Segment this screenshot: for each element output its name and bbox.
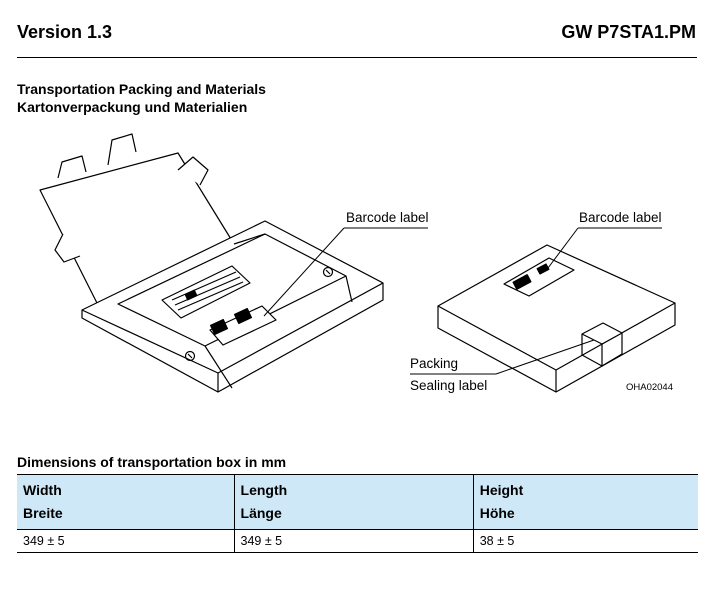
- figure-code: OHA02044: [626, 382, 674, 393]
- packing-label: Packing: [410, 356, 459, 371]
- section-title-en: Transportation Packing and Materials: [17, 81, 266, 97]
- table-header-row: Width Breite Length Länge Height Höhe: [17, 474, 698, 530]
- dimensions-title: Dimensions of transportation box in mm: [17, 454, 287, 470]
- height-value: 38 ± 5: [472, 529, 698, 553]
- packing-illustration: [39, 133, 676, 393]
- header-rule: [17, 57, 697, 58]
- header-de: Breite: [23, 505, 63, 521]
- part-number: GW P7STA1.PM: [561, 22, 696, 42]
- column-header-width: Width Breite: [17, 474, 235, 530]
- column-header-length: Length Länge: [233, 474, 474, 530]
- barcode-label-right: Barcode label: [579, 210, 662, 225]
- closed-box: [437, 244, 676, 393]
- header-en: Height: [479, 482, 524, 498]
- header-de: Höhe: [479, 505, 515, 521]
- barcode-label-left: Barcode label: [346, 210, 429, 225]
- header-de: Länge: [240, 505, 282, 521]
- open-box-labels: [161, 265, 277, 346]
- dimensions-table: Width Breite Length Länge Height Höhe 34…: [17, 474, 698, 553]
- header-en: Length: [240, 482, 288, 498]
- open-box-lid: [39, 133, 235, 306]
- version-label: Version 1.3: [17, 22, 113, 42]
- length-value: 349 ± 5: [233, 529, 474, 553]
- width-value: 349 ± 5: [23, 534, 65, 548]
- column-header-height: Height Höhe: [472, 474, 698, 530]
- section-title-de: Kartonverpackung und Materialien: [17, 99, 248, 115]
- table-row: 349 ± 5 349 ± 5 38 ± 5: [17, 529, 698, 553]
- header-en: Width: [23, 482, 62, 498]
- sealing-label: Sealing label: [410, 378, 488, 393]
